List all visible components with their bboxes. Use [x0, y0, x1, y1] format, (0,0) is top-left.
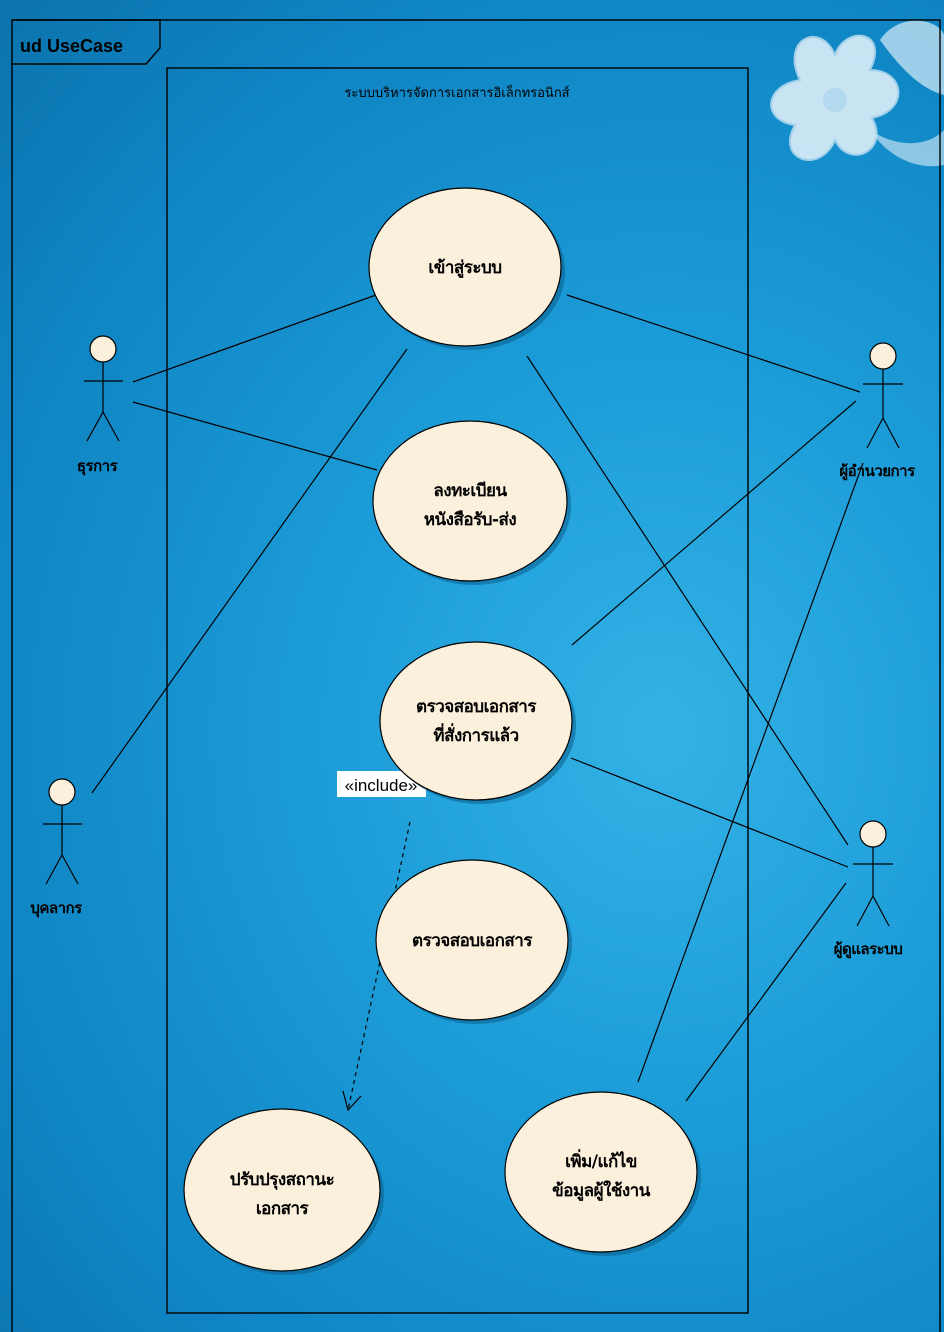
assoc-director-check-ordered — [571, 400, 857, 646]
actor-director — [863, 342, 903, 449]
assoc-admin-check-ordered — [570, 757, 849, 868]
use-case-register-documents: ลงทะเบียน หนังสือรับ-ส่ง — [372, 420, 571, 585]
use-case-manage-users: เพิ่ม/แก้ไข ข้อมูลผู้ใช้งาน — [504, 1091, 701, 1256]
diagram-frame — [11, 19, 941, 1332]
use-case-label: ตรวจสอบเอกสาร — [412, 931, 533, 951]
decorative-flower-image — [770, 20, 944, 167]
use-case-label-line1: ปรับปรุงสถานะ — [230, 1170, 334, 1190]
frame-tab-label: ud UseCase — [20, 36, 123, 56]
actor-staff-label: บุคลากร — [30, 899, 83, 918]
actor-staff — [43, 778, 82, 885]
actor-clerk-label: ธุรการ — [77, 457, 119, 476]
use-case-login: เข้าสู่ระบบ — [368, 187, 565, 350]
assoc-admin-login — [526, 355, 849, 846]
actor-admin-label: ผู้ดูแลระบบ — [834, 940, 903, 959]
use-case-label-line1: เพิ่ม/แก้ไข — [565, 1149, 637, 1172]
system-boundary — [166, 67, 749, 1314]
include-arrowhead — [342, 1090, 362, 1112]
assoc-director-login — [566, 294, 861, 393]
assoc-staff-login — [91, 348, 408, 794]
actor-director-label: ผู้อำนวยการ — [839, 462, 916, 481]
include-label: «include» — [345, 776, 418, 795]
use-case-label: เข้าสู่ระบบ — [428, 258, 501, 279]
use-case-label-line2: หนังสือรับ-ส่ง — [424, 509, 517, 530]
use-case-label-line2: ที่สั่งการแล้ว — [433, 723, 518, 746]
use-case-check-documents: ตรวจสอบเอกสาร — [375, 859, 572, 1024]
frame-tab — [12, 19, 161, 65]
assoc-clerk-register — [132, 401, 378, 471]
assoc-admin-manage-users — [685, 882, 847, 1102]
use-case-label-line1: ตรวจสอบเอกสาร — [416, 697, 537, 717]
use-case-update-document-status: ปรับปรุงสถานะ เอกสาร — [183, 1108, 384, 1275]
use-case-label-line2: เอกสาร — [256, 1199, 310, 1219]
use-case-label-line1: ลงทะเบียน — [433, 480, 507, 501]
system-title: ระบบบริหารจัดการเอกสารอิเล็กทรอนิกส์ — [344, 83, 569, 101]
actor-admin — [853, 820, 893, 927]
assoc-clerk-login — [132, 294, 377, 383]
use-case-check-ordered-documents: ตรวจสอบเอกสาร ที่สั่งการแล้ว — [379, 641, 576, 804]
include-dependency-line — [347, 821, 411, 1111]
assoc-director-manage-users — [637, 462, 864, 1083]
use-case-label-line2: ข้อมูลผู้ใช้งาน — [552, 1180, 651, 1202]
actor-clerk — [84, 335, 123, 442]
